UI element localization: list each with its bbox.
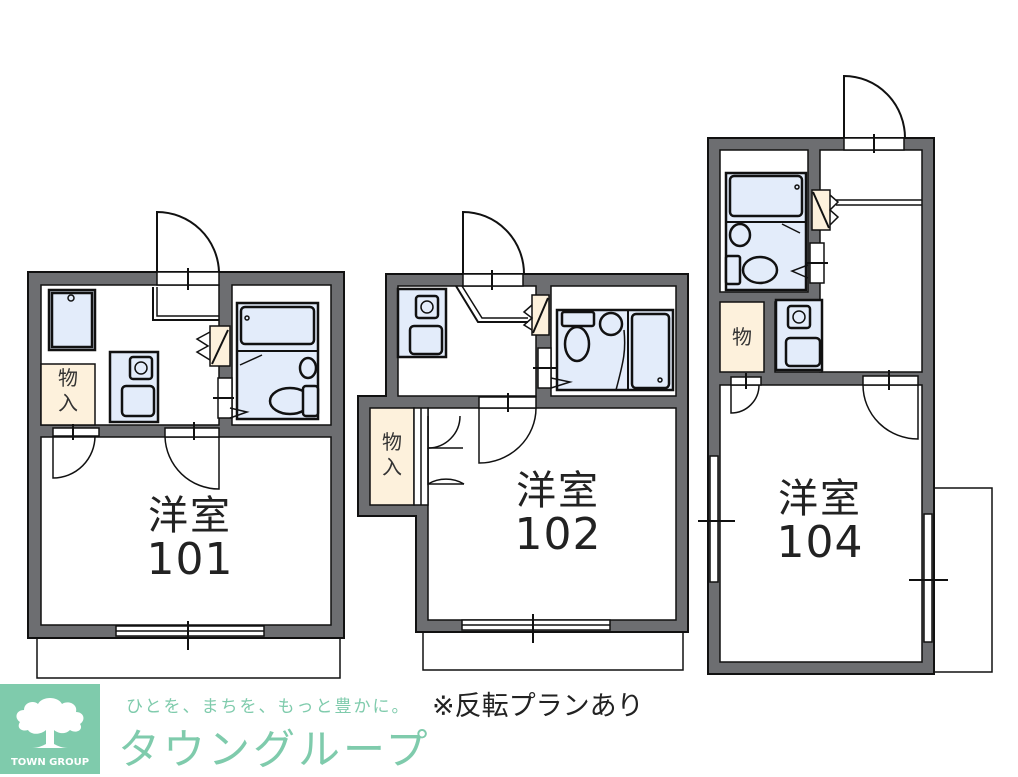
room-type-104: 洋室 <box>778 476 862 522</box>
reverse-plan-note: ※反転プランあり <box>432 691 644 722</box>
closet-label-104: 物 <box>732 325 752 349</box>
room-label-104: 洋室 104 <box>750 478 890 566</box>
brand-slogan: ひとを、まちを、もっと豊かに。 <box>126 697 411 717</box>
room-label-102: 洋室 102 <box>488 470 628 558</box>
tree-icon <box>16 698 84 748</box>
unit-101 <box>27 210 345 679</box>
balcony-102 <box>422 629 684 671</box>
room-number-102: 102 <box>514 509 602 560</box>
town-group-logo: TOWN GROUP <box>0 684 100 774</box>
logo-text: TOWN GROUP <box>10 757 90 768</box>
closet-101 <box>40 363 96 426</box>
closet-label-101: 物入 <box>58 366 78 415</box>
room-type-102: 洋室 <box>516 468 600 514</box>
unit-104 <box>698 74 993 675</box>
brand-name: タウングループ <box>118 725 431 774</box>
room-type-101: 洋室 <box>148 493 232 539</box>
unit-102 <box>357 210 689 671</box>
room-number-101: 101 <box>146 534 234 585</box>
closet-label-102: 物入 <box>382 430 402 479</box>
closet-104 <box>719 301 765 373</box>
room-number-104: 104 <box>776 517 864 568</box>
room-label-101: 洋室 101 <box>120 495 260 583</box>
